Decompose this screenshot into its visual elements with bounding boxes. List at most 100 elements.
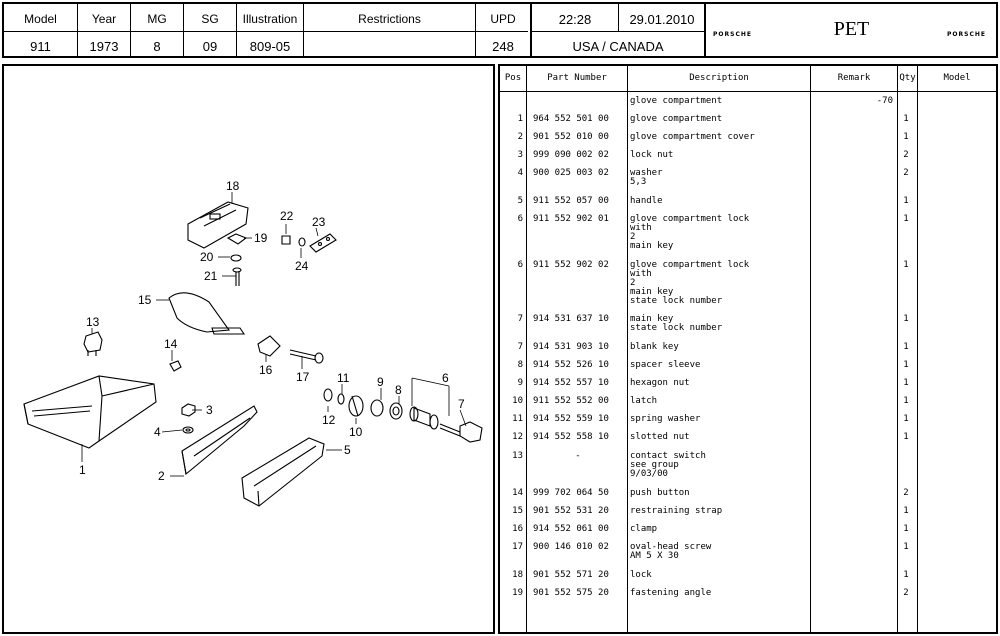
upd-cell: UPD 248	[476, 4, 532, 56]
description-line: glove compartment cover	[630, 132, 755, 142]
cell-remark: -70	[876, 96, 893, 106]
cell-description: handle	[630, 197, 663, 206]
description-line: push button	[630, 488, 690, 498]
table-header: Pos Part Number Description Remark Qty M…	[500, 66, 996, 92]
part-15-restraining-strap	[168, 292, 246, 335]
cell-description: clamp	[630, 525, 657, 534]
cell-pos: 7	[517, 314, 523, 324]
part-7-key	[439, 421, 483, 443]
cell-description: slotted nut	[630, 433, 690, 442]
header-description: Description	[689, 73, 749, 83]
callout-17: 17	[296, 370, 310, 384]
cell-pos: 2	[517, 132, 523, 142]
time-value: 22:28	[558, 12, 592, 27]
description-line: 9/03/00	[630, 469, 668, 479]
header-bar: Model 911 Year 1973 MG 8 SG 09 Illustrat…	[2, 2, 998, 58]
illustration-label: Illustration	[242, 12, 298, 26]
cell-pos: 9	[517, 378, 523, 388]
cell-qty: 1	[903, 506, 909, 516]
cell-pos: 11	[512, 414, 523, 424]
header-model: Model	[943, 73, 971, 83]
cell-description: blank key	[630, 343, 679, 352]
mg-cell: MG 8	[131, 4, 184, 56]
cell-pos: 4	[517, 168, 523, 178]
cell-pos: 1	[517, 114, 523, 124]
description-line: washer	[630, 168, 663, 178]
brand-cell: PORSCHE PET PORSCHE	[707, 4, 996, 56]
col-divider	[897, 66, 898, 632]
header-divider	[4, 31, 528, 32]
part-13-contact-switch	[83, 331, 103, 356]
cell-description: glove compartment	[630, 97, 722, 106]
description-line: 5,3	[630, 177, 647, 187]
cell-part-number: 964 552 501 00	[533, 114, 609, 124]
cell-qty: 1	[903, 570, 909, 580]
cell-description: spacer sleeve	[630, 361, 700, 370]
cell-pos: 6	[517, 214, 523, 224]
cell-pos: 5	[517, 196, 523, 206]
callout-22: 22	[280, 209, 294, 223]
part-18-lock	[187, 201, 249, 249]
part-1-glove-box	[23, 375, 157, 449]
cell-description: glove compartment cover	[630, 133, 755, 142]
datetime-hline	[532, 31, 704, 32]
part-17-screw	[289, 349, 324, 364]
description-line: handle	[630, 196, 663, 206]
cell-pos: 17	[512, 542, 523, 552]
cell-qty: 1	[903, 378, 909, 388]
part-21-screw	[232, 267, 242, 286]
col-divider	[810, 66, 811, 632]
callout-14: 14	[164, 337, 178, 351]
cell-pos: 13	[512, 451, 523, 461]
cell-qty: 1	[903, 342, 909, 352]
description-line: with	[630, 223, 652, 233]
part-11-spring-washer	[337, 393, 345, 405]
part-19-fastening-angle	[226, 233, 248, 245]
cell-part-number: 914 552 559 10	[533, 414, 609, 424]
cell-qty: 1	[903, 432, 909, 442]
cell-part-number: 901 552 010 00	[533, 132, 609, 142]
part-23-plate	[309, 233, 337, 253]
description-line: glove compartment	[630, 96, 723, 106]
part-3-lock-nut	[181, 403, 196, 417]
description-line: spring washer	[630, 414, 701, 424]
header-remark: Remark	[837, 73, 871, 83]
cell-description: fastening angle	[630, 589, 711, 598]
datetime-divider	[618, 4, 619, 31]
callout-3: 3	[206, 403, 213, 417]
callout-13: 13	[86, 315, 100, 329]
porsche-logo-right: PORSCHE	[947, 31, 986, 38]
cell-qty: 1	[903, 314, 909, 324]
cell-description: lock	[630, 571, 652, 580]
description-line: restraining strap	[630, 506, 723, 516]
cell-pos: 14	[512, 488, 523, 498]
description-line: clamp	[630, 524, 658, 534]
part-4-washer	[182, 426, 194, 434]
description-line: fastening angle	[630, 588, 712, 598]
part-5-handle	[241, 437, 325, 507]
cell-qty: 1	[903, 360, 909, 370]
cell-pos: 15	[512, 506, 523, 516]
cell-pos: 7	[517, 342, 523, 352]
cell-part-number: 900 025 003 02	[533, 168, 609, 178]
callout-23: 23	[312, 215, 326, 229]
description-line: main key	[630, 314, 674, 324]
part-6-lock-cylinder	[409, 406, 439, 430]
callout-9: 9	[377, 375, 384, 389]
description-line: with	[630, 269, 652, 279]
part-14-push-button	[169, 360, 182, 372]
parts-table: Pos Part Number Description Remark Qty M…	[498, 64, 998, 634]
description-line: blank key	[630, 342, 679, 352]
part-12-slotted-nut	[323, 388, 333, 402]
callout-11: 11	[337, 371, 350, 385]
cell-description: lock nut	[630, 151, 673, 160]
cell-description: latch	[630, 397, 657, 406]
cell-part-number: 914 552 526 10	[533, 360, 609, 370]
description-line: main key	[630, 287, 674, 297]
callout-21: 21	[204, 269, 218, 283]
cell-description: restraining strap	[630, 507, 722, 516]
model-label: Model	[24, 12, 57, 26]
